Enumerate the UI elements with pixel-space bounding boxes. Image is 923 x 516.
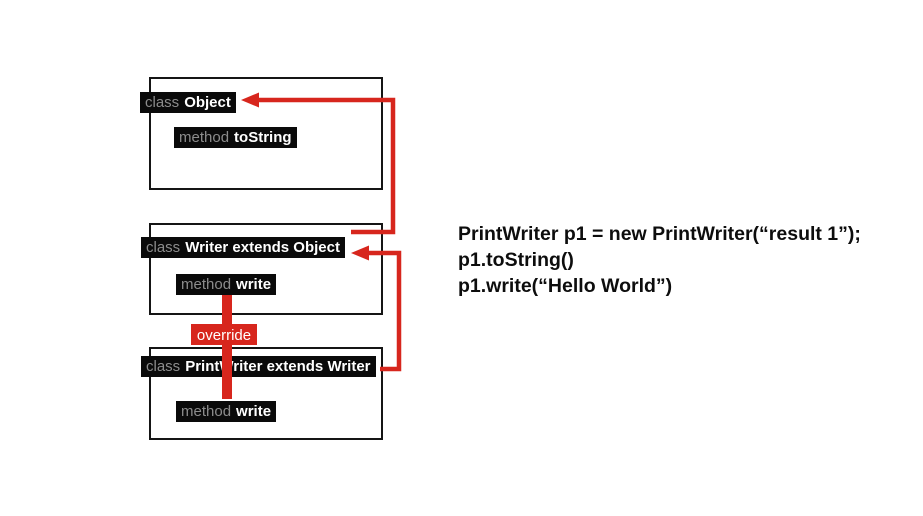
- class-keyword: class: [146, 239, 181, 256]
- code-line: p1.toString(): [458, 249, 574, 271]
- class-name: Object: [184, 94, 231, 111]
- code-line: PrintWriter p1 = new PrintWriter(“result…: [458, 223, 861, 245]
- class-name: Writer extends Object: [185, 239, 340, 256]
- method-keyword: method: [181, 276, 232, 293]
- code-sample: PrintWriter p1 = new PrintWriter(“result…: [458, 221, 861, 299]
- method-keyword: method: [181, 403, 232, 420]
- method-keyword: method: [179, 129, 230, 146]
- method-name: write: [236, 403, 272, 420]
- class-name: PrintWriter extends Writer: [185, 358, 371, 375]
- method-name: toString: [234, 129, 292, 146]
- override-badge: [191, 324, 257, 345]
- method-name: write: [236, 276, 272, 293]
- class-keyword: class: [145, 94, 180, 111]
- override-badge-label: override: [197, 327, 251, 344]
- class-keyword: class: [146, 358, 181, 375]
- code-line: p1.write(“Hello World”): [458, 275, 673, 297]
